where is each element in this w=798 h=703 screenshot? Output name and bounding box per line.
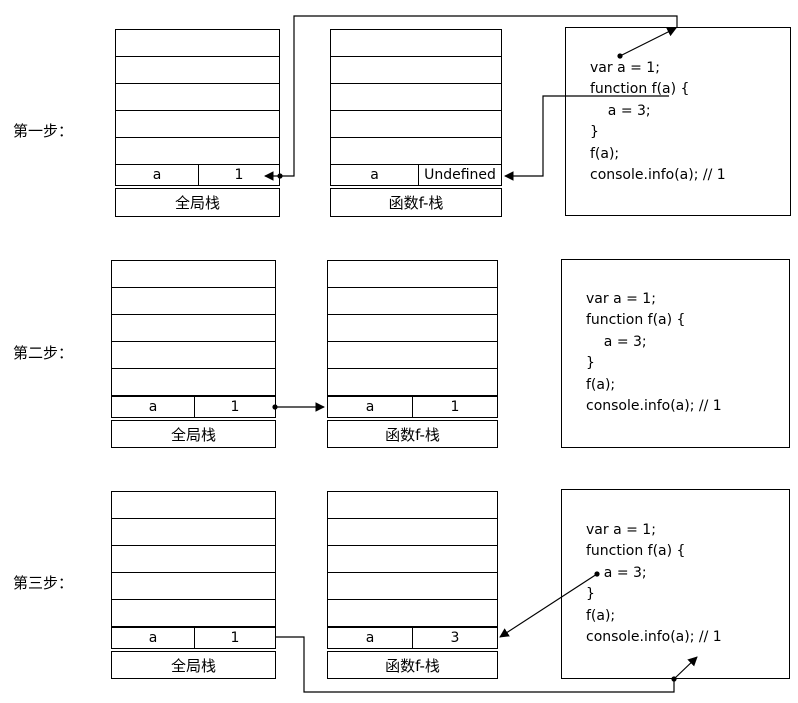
code-line: a = 3; (590, 103, 651, 119)
code-line: function f(a) { (590, 81, 690, 97)
variable-value: Undefined (424, 167, 496, 183)
step-3-global-stack: a 1 全局栈 (111, 491, 276, 679)
code-line: console.info(a); // 1 (590, 167, 726, 183)
empty-slot (327, 599, 498, 627)
variable-name: a (116, 165, 199, 185)
step-1-global-arrow (264, 15, 678, 181)
stack-title: 函数f-栈 (327, 651, 498, 679)
code-line: console.info(a); // 1 (586, 629, 722, 645)
code-line: function f(a) { (586, 543, 686, 559)
code-line: var a = 1; (586, 291, 656, 307)
code-line: console.info(a); // 1 (586, 398, 722, 414)
variable-value: 1 (230, 630, 240, 646)
empty-slot (327, 491, 498, 519)
empty-slot (111, 368, 276, 396)
empty-slot (327, 368, 498, 396)
stack-title: 函数f-栈 (330, 188, 502, 217)
empty-slot (115, 83, 280, 111)
variable-name: a (112, 397, 195, 417)
empty-slot (111, 599, 276, 627)
empty-slot (111, 491, 276, 519)
step-2-function-stack: a 1 函数f-栈 (327, 260, 498, 448)
variable-name: a (328, 628, 413, 648)
variable-row: a 1 (111, 627, 276, 649)
code-line: f(a); (586, 608, 616, 624)
step-3-function-stack: a 3 函数f-栈 (327, 491, 498, 679)
code-line: f(a); (590, 146, 620, 162)
stack-title: 全局栈 (111, 651, 276, 679)
code-line: var a = 1; (590, 60, 660, 76)
variable-value: 1 (234, 167, 244, 183)
step-1-label: 第一步： (13, 122, 74, 140)
code-line: function f(a) { (586, 312, 686, 328)
variable-name: a (328, 397, 413, 417)
step-3-assign-arrow (499, 571, 600, 638)
empty-slot (111, 287, 276, 315)
code-line: a = 3; (586, 334, 647, 350)
step-2-copy-arrow (272, 402, 325, 412)
code-line: } (590, 124, 599, 140)
step-2-global-stack: a 1 全局栈 (111, 260, 276, 448)
step-3-code-box: var a = 1; function f(a) { a = 3; } f(a)… (561, 489, 790, 679)
step-1-global-stack: a 1 全局栈 (115, 29, 280, 217)
stack-title: 全局栈 (111, 420, 276, 448)
variable-row: a Undefined (330, 164, 502, 186)
variable-value: 1 (230, 399, 240, 415)
empty-slot (115, 110, 280, 138)
variable-name: a (331, 165, 419, 185)
variable-name: a (112, 628, 195, 648)
step-2-code-box: var a = 1; function f(a) { a = 3; } f(a)… (561, 259, 790, 448)
variable-row: a 3 (327, 627, 498, 649)
code-line: a = 3; (586, 565, 647, 581)
stack-title: 函数f-栈 (327, 420, 498, 448)
step-2-label: 第二步： (13, 344, 74, 362)
step-1-function-stack: a Undefined 函数f-栈 (330, 29, 502, 217)
empty-slot (330, 137, 502, 165)
empty-slot (111, 341, 276, 369)
stack-title: 全局栈 (115, 188, 280, 217)
code-line: var a = 1; (586, 522, 656, 538)
code-line: } (586, 586, 595, 602)
empty-slot (327, 314, 498, 342)
step-3-output-arrow (276, 636, 698, 693)
empty-slot (327, 545, 498, 573)
step-1-param-arrow (504, 95, 669, 181)
variable-value: 3 (450, 630, 460, 646)
empty-slot (111, 545, 276, 573)
step-3-label: 第三步： (13, 574, 74, 592)
empty-slot (327, 518, 498, 546)
variable-row: a 1 (327, 396, 498, 418)
code-line: f(a); (586, 377, 616, 393)
variable-value: 1 (450, 399, 460, 415)
code-line: } (586, 355, 595, 371)
step-1-code-box: var a = 1; function f(a) { a = 3; } f(a)… (565, 27, 791, 216)
